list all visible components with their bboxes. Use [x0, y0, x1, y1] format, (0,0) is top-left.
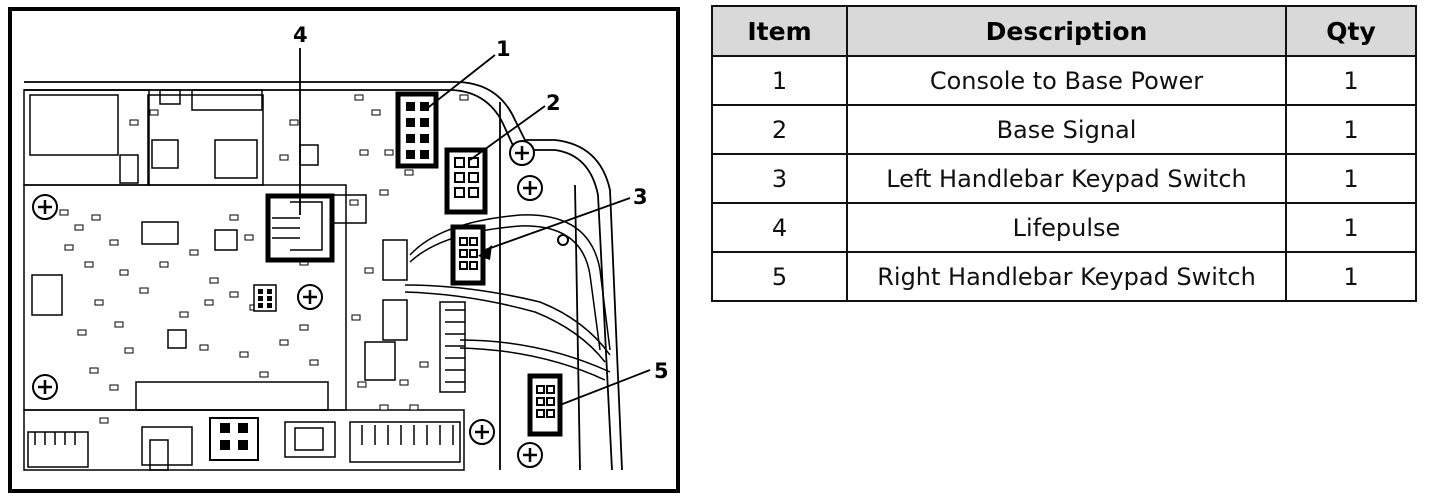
- cell-qty: 1: [1285, 251, 1417, 302]
- table-header-row: Item Description Qty: [711, 5, 1417, 57]
- callout-4-label: 4: [293, 23, 308, 47]
- cell-qty: 1: [1285, 202, 1417, 253]
- jumper-block: [253, 284, 277, 312]
- mounting-screws: [31, 139, 569, 469]
- cell-description: Right Handlebar Keypad Switch: [846, 251, 1287, 302]
- header-item: Item: [711, 5, 848, 57]
- circuit-board: [23, 89, 466, 471]
- table-row: 2 Base Signal 1: [711, 104, 1417, 155]
- cell-item: 1: [711, 55, 848, 106]
- callout-3-connector: [450, 197, 631, 286]
- cell-qty: 1: [1285, 55, 1417, 106]
- cell-qty: 1: [1285, 153, 1417, 204]
- cell-item: 3: [711, 153, 848, 204]
- wire-harness: [404, 214, 611, 381]
- bottom-connector: [209, 417, 259, 461]
- callout-5-connector: [527, 369, 651, 437]
- callout-5-label: 5: [654, 359, 669, 383]
- header-qty: Qty: [1285, 5, 1417, 57]
- table-row: 4 Lifepulse 1: [711, 202, 1417, 253]
- cell-qty: 1: [1285, 104, 1417, 155]
- parts-table: Item Description Qty 1 Console to Base P…: [711, 5, 1417, 302]
- callout-1-connector: [395, 54, 496, 169]
- table-row: 1 Console to Base Power 1: [711, 55, 1417, 106]
- callout-4-connector: [265, 48, 335, 263]
- cell-description: Lifepulse: [846, 202, 1287, 253]
- callout-3-label: 3: [633, 185, 648, 209]
- circuit-board-diagram: 1 2 3 4 5: [8, 7, 680, 493]
- table-row: 5 Right Handlebar Keypad Switch 1: [711, 251, 1417, 302]
- cell-description: Base Signal: [846, 104, 1287, 155]
- cell-item: 4: [711, 202, 848, 253]
- callout-2-connector: [444, 105, 546, 215]
- pin-header: [34, 309, 465, 445]
- cell-item: 5: [711, 251, 848, 302]
- cell-description: Left Handlebar Keypad Switch: [846, 153, 1287, 204]
- header-description: Description: [846, 5, 1287, 57]
- callout-1-label: 1: [496, 37, 511, 61]
- cell-description: Console to Base Power: [846, 55, 1287, 106]
- cell-item: 2: [711, 104, 848, 155]
- callout-2-label: 2: [546, 91, 561, 115]
- table-row: 3 Left Handlebar Keypad Switch 1: [711, 153, 1417, 204]
